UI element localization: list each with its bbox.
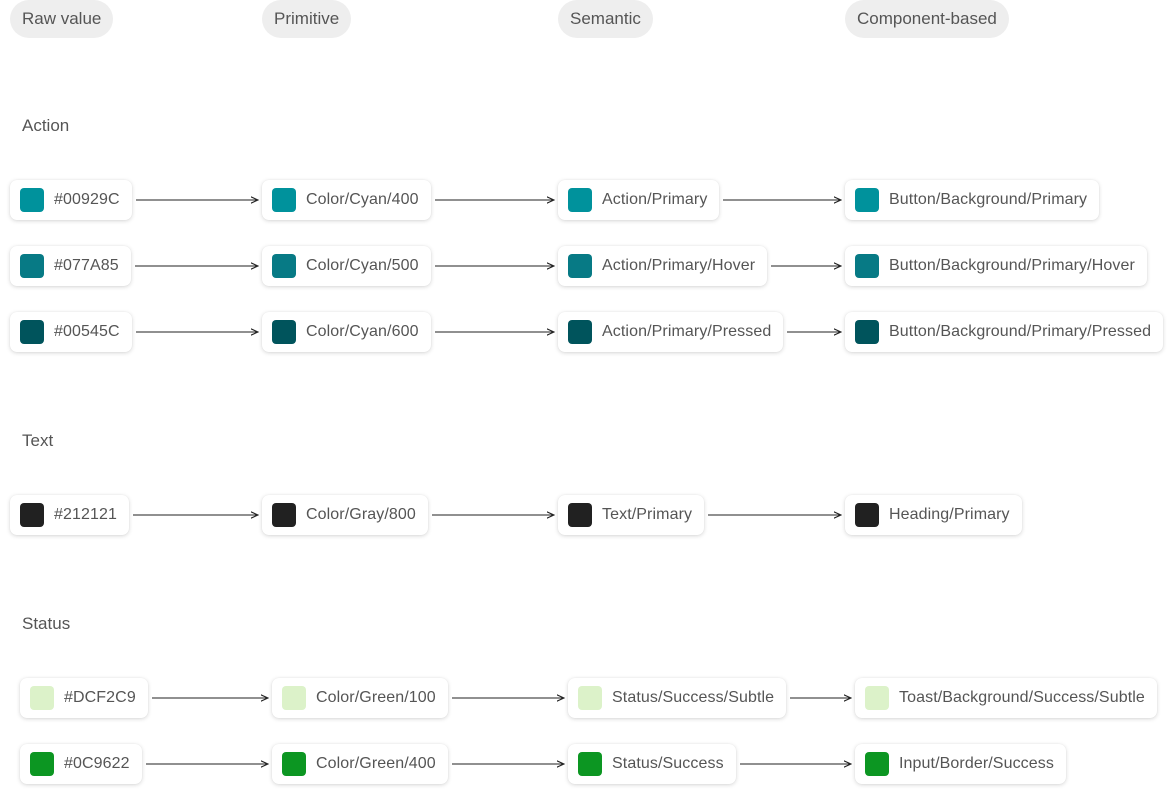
token-label: #00929C [54,191,120,208]
raw-value-token-1[interactable]: #00929C [10,180,132,220]
component-token-6[interactable]: Input/Border/Success [855,744,1066,784]
token-label: Color/Green/400 [316,755,436,772]
section-title-action: Action [22,116,70,135]
color-swatch [20,188,44,212]
token-label: Color/Green/100 [316,689,436,706]
component-token-3[interactable]: Button/Background/Primary/Pressed [845,312,1164,352]
primitive-token-2[interactable]: Color/Cyan/500 [262,246,431,286]
primitive-token-5[interactable]: Color/Green/100 [272,678,448,718]
color-swatch [20,503,44,527]
color-swatch [20,320,44,344]
color-swatch [568,503,592,527]
column-header-semantic: Semantic [558,0,653,38]
column-header-component-based: Component-based [845,0,1009,38]
token-label: Action/Primary/Pressed [602,323,772,340]
primitive-token-3[interactable]: Color/Cyan/600 [262,312,431,352]
color-swatch [865,752,889,776]
section-title-status: Status [22,614,71,633]
color-swatch [568,254,592,278]
color-swatch [272,320,296,344]
token-label: Button/Background/Primary/Pressed [889,323,1152,340]
token-label: Color/Cyan/600 [306,323,419,340]
raw-value-token-5[interactable]: #DCF2C9 [20,678,148,718]
primitive-token-1[interactable]: Color/Cyan/400 [262,180,431,220]
token-label: Input/Border/Success [899,755,1054,772]
color-swatch [855,188,879,212]
color-swatch [282,752,306,776]
color-swatch [272,503,296,527]
token-label: Button/Background/Primary/Hover [889,257,1135,274]
color-swatch [30,752,54,776]
token-label: Action/Primary/Hover [602,257,756,274]
raw-value-token-2[interactable]: #077A85 [10,246,131,286]
raw-value-token-4[interactable]: #212121 [10,495,129,535]
token-label: #212121 [54,506,117,523]
color-swatch [578,686,602,710]
color-swatch [30,686,54,710]
component-token-2[interactable]: Button/Background/Primary/Hover [845,246,1147,286]
token-label: #077A85 [54,257,119,274]
color-swatch [568,188,592,212]
primitive-token-6[interactable]: Color/Green/400 [272,744,448,784]
token-label: Action/Primary [602,191,708,208]
token-label: Color/Cyan/400 [306,191,419,208]
section-title-text: Text [22,431,54,450]
color-swatch [272,254,296,278]
token-label: Button/Background/Primary [889,191,1088,208]
component-token-4[interactable]: Heading/Primary [845,495,1022,535]
semantic-token-5[interactable]: Status/Success/Subtle [568,678,787,718]
column-header-primitive: Primitive [262,0,352,38]
token-label: #DCF2C9 [64,689,136,706]
component-token-1[interactable]: Button/Background/Primary [845,180,1100,220]
column-header-raw-value: Raw value [10,0,114,38]
semantic-token-2[interactable]: Action/Primary/Hover [558,246,768,286]
color-swatch [272,188,296,212]
color-swatch [855,503,879,527]
token-label: #00545C [54,323,120,340]
token-label: Status/Success [612,755,724,772]
token-label: Text/Primary [602,506,693,523]
token-label: #0C9622 [64,755,130,772]
raw-value-token-6[interactable]: #0C9622 [20,744,142,784]
token-label: Color/Cyan/500 [306,257,419,274]
token-label: Color/Gray/800 [306,506,416,523]
color-swatch [568,320,592,344]
color-swatch [20,254,44,278]
component-token-5[interactable]: Toast/Background/Success/Subtle [855,678,1157,718]
color-swatch [855,254,879,278]
color-swatch [865,686,889,710]
semantic-token-4[interactable]: Text/Primary [558,495,705,535]
color-swatch [282,686,306,710]
semantic-token-3[interactable]: Action/Primary/Pressed [558,312,784,352]
color-swatch [855,320,879,344]
semantic-token-1[interactable]: Action/Primary [558,180,720,220]
primitive-token-4[interactable]: Color/Gray/800 [262,495,428,535]
color-swatch [578,752,602,776]
token-label: Toast/Background/Success/Subtle [899,689,1145,706]
raw-value-token-3[interactable]: #00545C [10,312,132,352]
token-label: Heading/Primary [889,506,1010,523]
token-label: Status/Success/Subtle [612,689,775,706]
semantic-token-6[interactable]: Status/Success [568,744,736,784]
